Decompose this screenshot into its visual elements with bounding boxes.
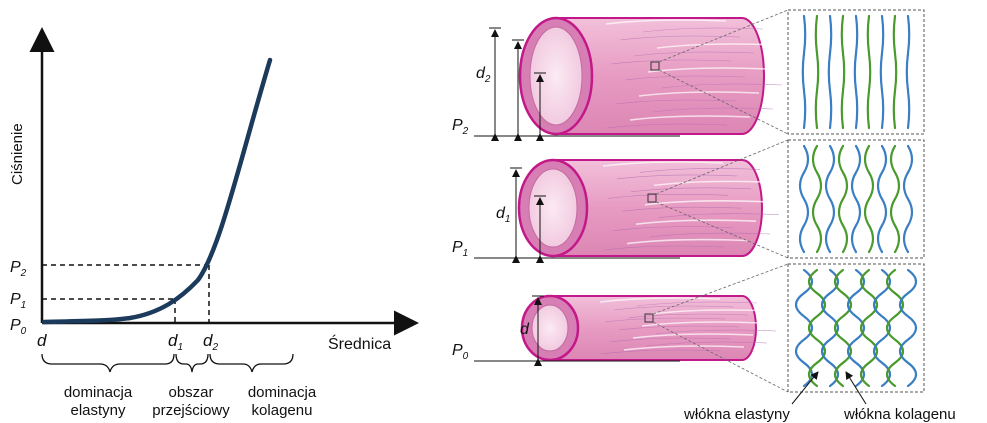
vessel-diameter-label: d2 — [476, 65, 491, 85]
region-transition-line1: obszar — [168, 384, 213, 401]
graph-p2-label: P2 — [10, 259, 27, 279]
collagen-fibers-label: włókna kolagenu — [843, 406, 956, 423]
pressure-diameter-graph: Ciśnienie Średnica P2 P1 P0 d d1 d2 — [9, 32, 414, 419]
vessel-pressure-label: P1 — [452, 239, 468, 259]
elastin-fibers-label: włókna elastyny — [683, 406, 790, 423]
x-axis-label: Średnica — [328, 334, 391, 353]
vessel-diameter-label: d1 — [496, 205, 510, 225]
graph-d1-label: d1 — [168, 331, 183, 353]
collagen-region-brace — [210, 354, 293, 372]
vessel-pressure-label: P2 — [452, 117, 469, 137]
fiber-panel-1 — [788, 140, 924, 258]
region-collagen-line2: kolagenu — [252, 402, 313, 419]
region-transition-line2: przejściowy — [152, 402, 230, 419]
vessel-level-1: P1 d1 — [452, 140, 788, 259]
fiber-panel-0 — [788, 10, 924, 134]
graph-d2-label: d2 — [203, 331, 218, 353]
vessel-level-2: P0 d — [452, 264, 788, 392]
graph-p0-label: P0 — [10, 317, 27, 337]
fiber-panels — [788, 10, 924, 392]
vessel-pressure-label: P0 — [452, 342, 469, 362]
region-collagen-line1: dominacja — [248, 384, 317, 401]
graph-p1-label: P1 — [10, 291, 26, 311]
elastin-region-brace — [42, 354, 174, 372]
region-elastin-line1: dominacja — [64, 384, 133, 401]
vessel-level-0: P2 d2 — [452, 10, 788, 137]
graph-d-label: d — [37, 331, 47, 350]
fiber-panel-2 — [788, 264, 924, 392]
vessel-lumen — [530, 27, 582, 125]
pressure-diameter-curve — [44, 60, 270, 322]
y-axis-label: Ciśnienie — [9, 123, 26, 185]
vessel-lumen — [532, 305, 568, 351]
vessel-lumen — [529, 169, 577, 247]
region-elastin-line2: elastyny — [70, 402, 126, 419]
vessel-diameter-label: d — [520, 321, 530, 338]
transition-region-brace — [176, 354, 208, 372]
